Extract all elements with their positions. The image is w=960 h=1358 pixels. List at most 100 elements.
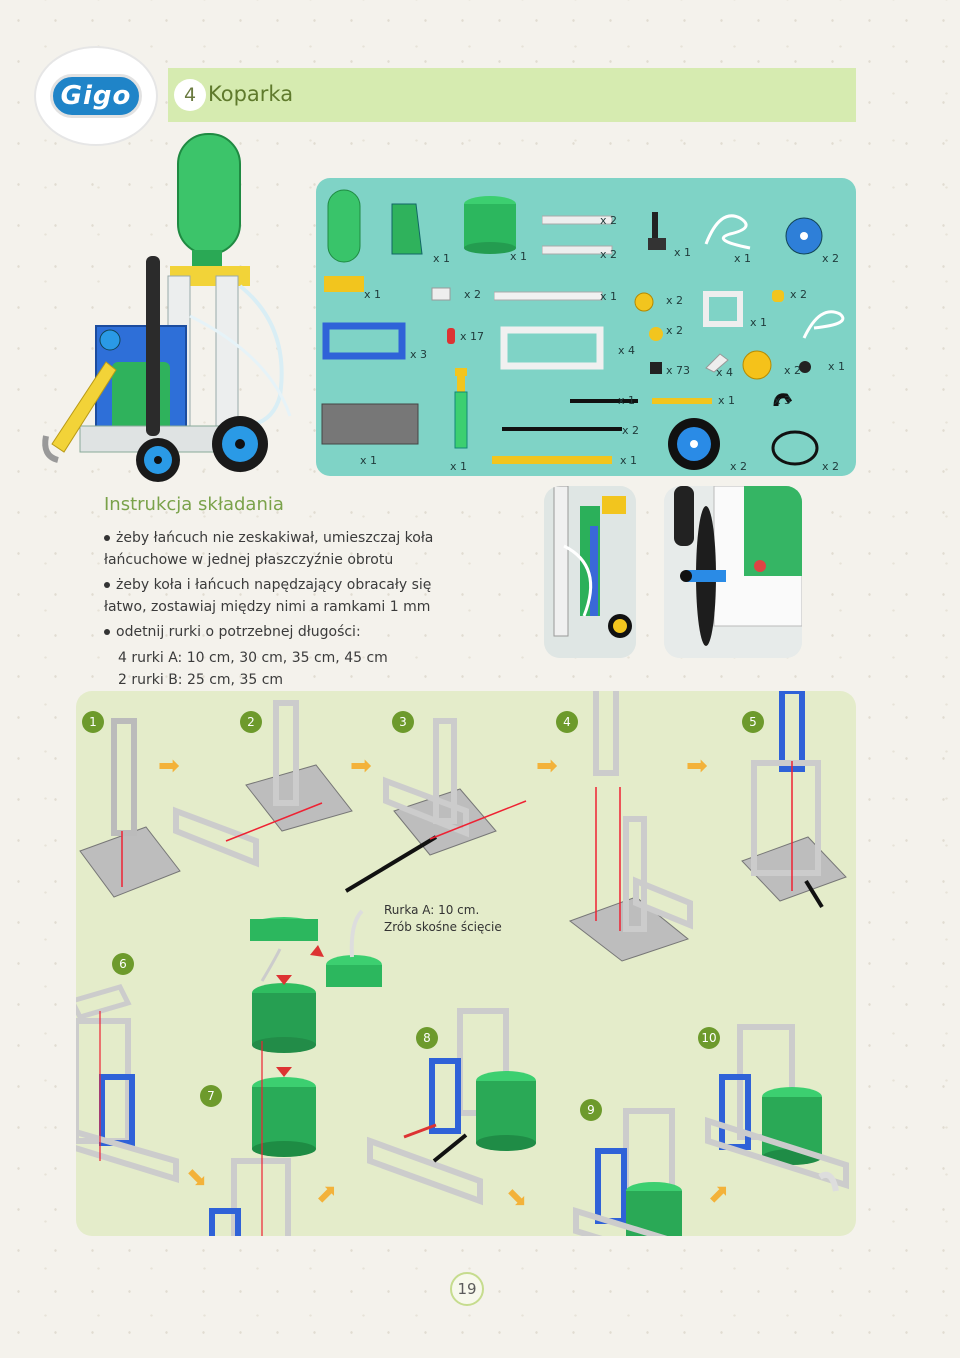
- instruction-bullet-2-cont: łatwo, zostawiaj między nimi a ramkami 1…: [104, 599, 431, 615]
- brand-logo: Gigo: [36, 48, 156, 144]
- bottle-part-icon: [324, 189, 364, 292]
- part-qty: x 1: [510, 250, 528, 263]
- part-qty: x 3: [410, 348, 428, 361]
- axle-long-icon: [570, 399, 638, 403]
- part-qty: x 2: [784, 364, 802, 377]
- cylinder-part-icon: [464, 196, 516, 254]
- step-number-badge: 10: [698, 1027, 720, 1049]
- black-axle-stop-icon: [650, 362, 662, 374]
- yellow-gear-large-icon: [742, 350, 772, 380]
- part-qty: x 17: [460, 330, 485, 343]
- step-number-badge: 7: [200, 1085, 222, 1107]
- part-qty: x 1: [750, 316, 768, 329]
- handle-part-icon: [648, 212, 666, 250]
- part-qty: x 1: [360, 454, 378, 467]
- bullet-dot: [104, 629, 110, 635]
- part-qty: x 2: [730, 460, 748, 473]
- part-qty: x 1: [718, 394, 736, 407]
- step-number-badge: 6: [112, 953, 134, 975]
- step-number-badge: 5: [742, 711, 764, 733]
- wheel-detail-image: [664, 486, 802, 658]
- instruction-bullet-2: żeby koła i łańcuch napędzający obracały…: [104, 574, 431, 596]
- bullet-text: żeby łańcuch nie zeskakiwał, umieszczaj …: [116, 530, 434, 546]
- part-qty: x 2: [666, 324, 684, 337]
- part-qty: x 1: [734, 252, 752, 265]
- tube-cut-note-line1: Rurka A: 10 cm.: [384, 903, 480, 917]
- step-number-badge: 3: [392, 711, 414, 733]
- step-arrow-icon: ➡: [536, 751, 558, 781]
- part-qty: x 2: [600, 248, 618, 261]
- step-number-badge: 8: [416, 1027, 438, 1049]
- part-qty: x 73: [666, 364, 691, 377]
- green-syringe-icon: [454, 368, 468, 449]
- tube-list-a: 4 rurki A: 10 cm, 30 cm, 35 cm, 45 cm: [118, 650, 388, 666]
- pump-part-icon: [391, 203, 423, 255]
- brand-logo-badge: Gigo: [50, 74, 142, 118]
- brand-logo-text: Gigo: [60, 81, 132, 111]
- part-qty: x 2: [600, 214, 618, 227]
- chain-detail-image: [544, 486, 636, 658]
- black-clip-icon: [773, 393, 793, 407]
- grid-plate-icon: [321, 403, 419, 445]
- assembly-steps-panel: 1 2 3 4 5 6 7 8 9 10 ➡ ➡ ➡ ➡ ➡ ➡ ➡ ➡: [76, 691, 856, 1236]
- white-rods-icon: [542, 215, 613, 255]
- bullet-dot: [104, 582, 110, 588]
- red-pin-icon: [447, 328, 455, 344]
- yellow-gear-small-icon: [634, 292, 654, 312]
- tube-coil-icon: [704, 214, 751, 250]
- detail-photo-chain: [544, 486, 636, 658]
- detail-photo-wheel: [664, 486, 802, 658]
- step-arrow-icon: ➡: [350, 751, 372, 781]
- part-qty: x 2: [622, 424, 640, 437]
- part-qty: x 2: [464, 288, 482, 301]
- part-qty: x 4: [716, 366, 734, 379]
- tube-coil-small-icon: [802, 310, 845, 339]
- step-number-badge: 2: [240, 711, 262, 733]
- page-title: Koparka: [208, 82, 294, 106]
- blue-pulley-icon: [785, 217, 823, 255]
- part-qty: x 1: [364, 288, 382, 301]
- rubber-ring-icon: [771, 430, 819, 466]
- yellow-long-bar-icon: [492, 456, 612, 464]
- bullet-text: żeby koła i łańcuch napędzający obracały…: [116, 577, 432, 593]
- instruction-bullet-1: żeby łańcuch nie zeskakiwał, umieszczaj …: [104, 527, 433, 549]
- long-beam-icon: [494, 291, 603, 301]
- part-qty: x 1: [618, 394, 636, 407]
- part-qty: x 2: [790, 288, 808, 301]
- title-band: 4 Koparka: [168, 68, 856, 122]
- part-qty: x 1: [828, 360, 846, 373]
- white-frame-small-icon: [703, 291, 743, 327]
- part-qty: x 3: [774, 394, 792, 407]
- page-number: 19: [450, 1272, 484, 1306]
- part-qty: x 1: [620, 454, 638, 467]
- part-qty: x 2: [822, 460, 840, 473]
- excavator-model-illustration: [42, 133, 292, 482]
- part-qty: x 2: [822, 252, 840, 265]
- part-qty: x 1: [600, 290, 618, 303]
- part-qty: x 4: [618, 344, 636, 357]
- parts-list-panel: x 1 x 1 x 2 x 2 x 1 x 1 x 2 x 1 x 2 x 1 …: [316, 178, 856, 476]
- part-qty: x 1: [433, 252, 451, 265]
- blue-frame-icon: [322, 322, 406, 360]
- step-number-badge: 4: [556, 711, 578, 733]
- part-qty: x 2: [666, 294, 684, 307]
- tube-cut-note-line2: Zrób skośne ścięcie: [384, 920, 502, 934]
- black-bush-icon: [799, 361, 811, 373]
- connector-icon: [431, 287, 451, 301]
- bullet-dot: [104, 535, 110, 541]
- instruction-bullet-1-cont: łańcuchowe w jednej płaszczyźnie obrotu: [104, 552, 394, 568]
- step-arrow-icon: ➡: [686, 751, 708, 781]
- axle-extra-long-icon: [502, 427, 622, 431]
- part-qty: x 1: [674, 246, 692, 259]
- part-qty: x 1: [450, 460, 468, 473]
- chapter-number: 4: [174, 79, 206, 111]
- step-number-badge: 9: [580, 1099, 602, 1121]
- instruction-bullet-3: odetnij rurki o potrzebnej długości:: [104, 621, 361, 643]
- bullet-text: odetnij rurki o potrzebnej długości:: [116, 624, 361, 640]
- yellow-bush-icon: [772, 290, 784, 302]
- step-number-badge: 1: [82, 711, 104, 733]
- instructions-heading: Instrukcja składania: [104, 494, 284, 515]
- tube-list-b: 2 rurki B: 25 cm, 35 cm: [118, 672, 284, 688]
- wheel-icon: [668, 418, 720, 470]
- assembly-steps-drawings: [76, 691, 849, 1236]
